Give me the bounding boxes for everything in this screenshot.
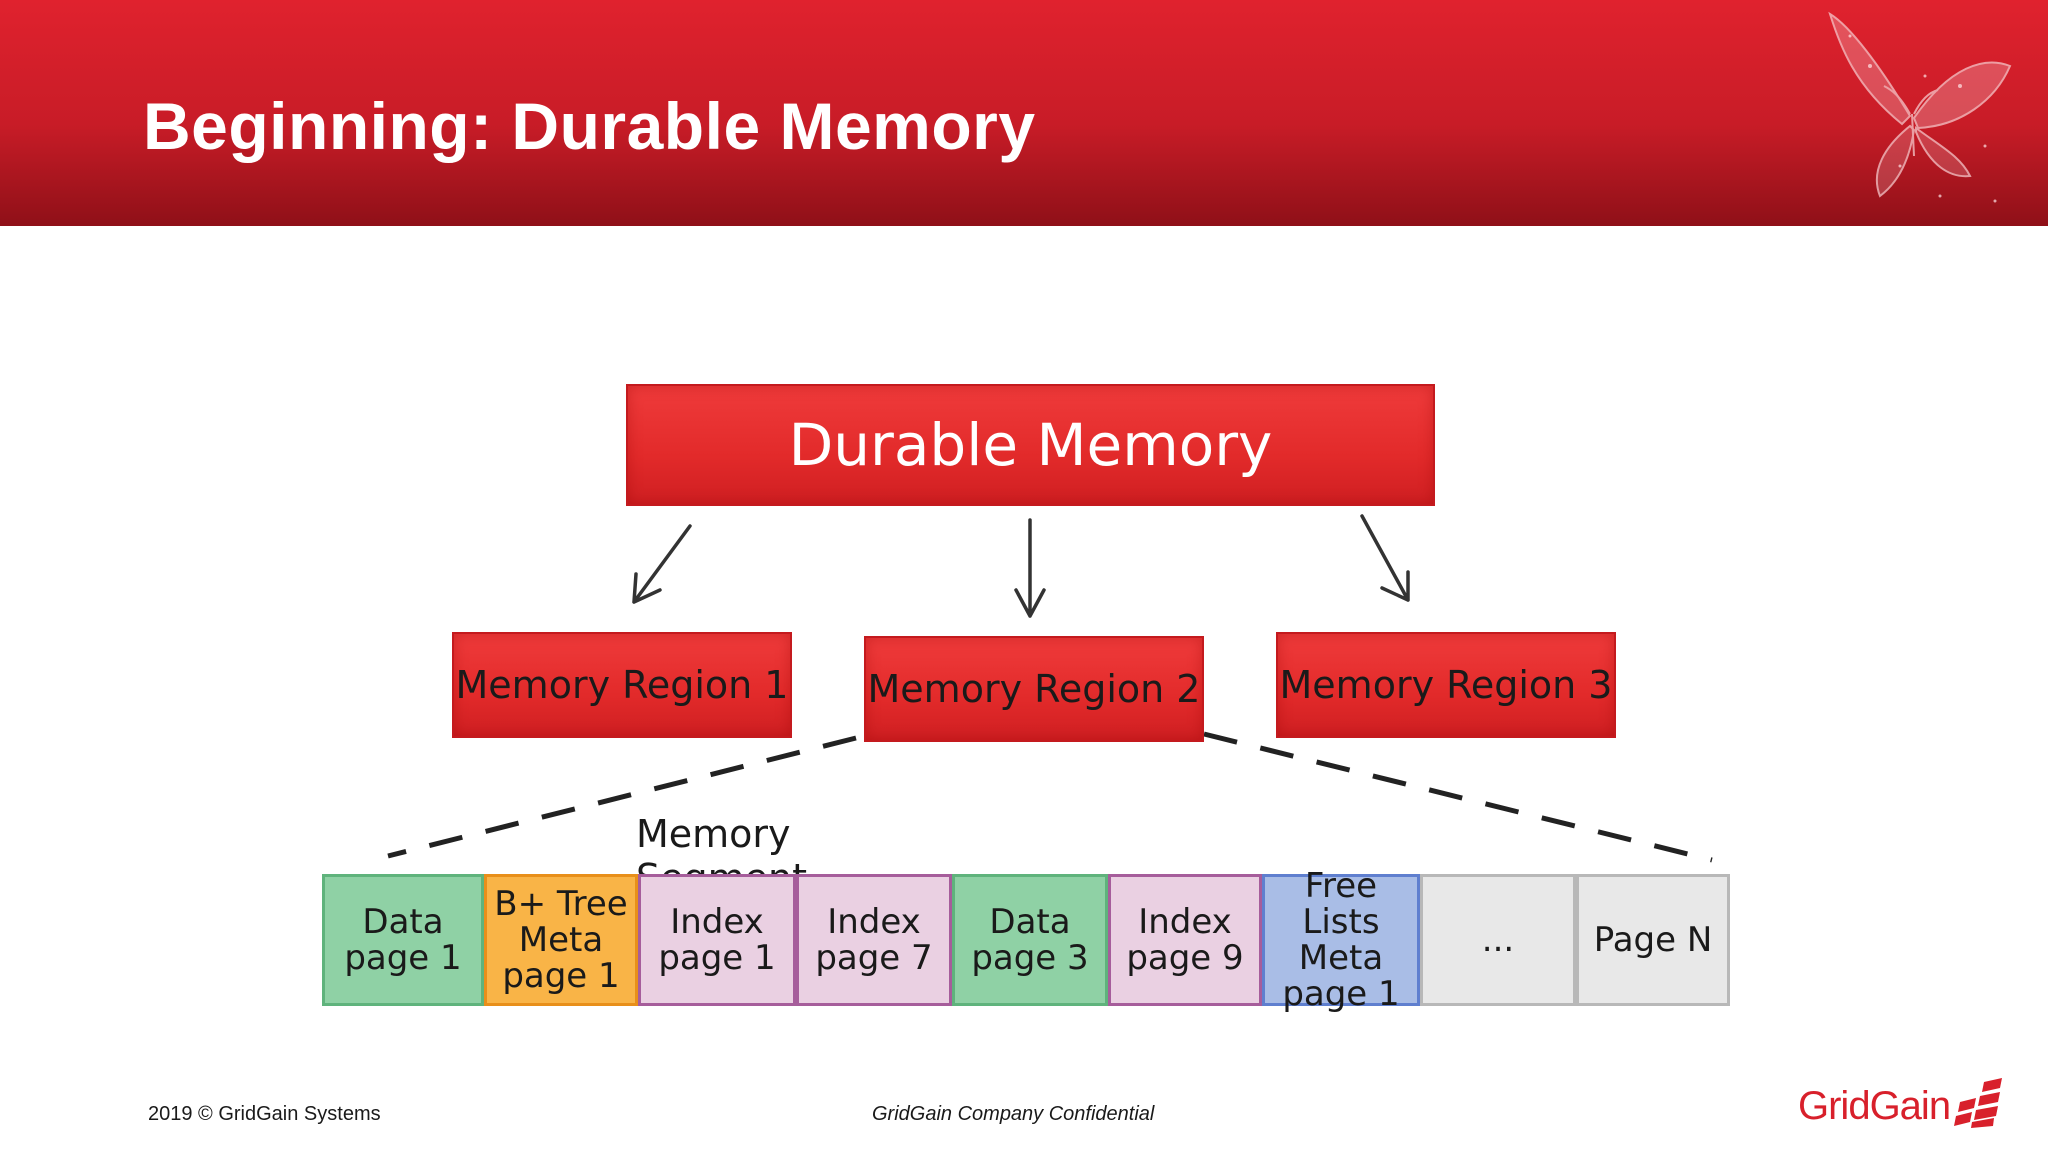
memory-region-2-box: Memory Region 2 (864, 636, 1204, 742)
page-cell-page-n: Page N (1576, 874, 1730, 1006)
gridgain-logo: GridGain (1798, 1078, 2006, 1128)
page-cell-free-lists-meta-1: Free Lists Meta page 1 (1262, 868, 1420, 1012)
page-cell-index-9: Index page 9 (1108, 874, 1262, 1006)
arrow-to-region-1 (632, 524, 692, 604)
gridgain-logo-text: GridGain (1798, 1084, 1951, 1128)
footer-confidential: GridGain Company Confidential (872, 1103, 1155, 1125)
butterfly-icon (1828, 11, 2012, 203)
arrow-to-region-2 (1014, 518, 1046, 618)
memory-region-3-box: Memory Region 3 (1276, 632, 1616, 738)
slide-title: Beginning: Durable Memory (143, 89, 1036, 163)
arrow-to-region-3 (1360, 514, 1410, 602)
gridgain-logo-mark-icon (1954, 1078, 2003, 1128)
page-cell-index-7: Index page 7 (796, 874, 952, 1006)
page-cell-btree-meta-1: B+ Tree Meta page 1 (484, 874, 638, 1006)
durable-memory-box: Durable Memory (626, 384, 1435, 506)
page-cell-ellipsis: ... (1420, 874, 1576, 1006)
segment-dash-left (387, 735, 857, 859)
page-cell-data-1: Data page 1 (322, 874, 484, 1006)
header-banner: Beginning: Durable Memory (0, 0, 2048, 226)
footer-copyright: 2019 © GridGain Systems (148, 1103, 381, 1125)
page-cell-index-1: Index page 1 (638, 874, 796, 1006)
segment-dash-right (1203, 731, 1713, 863)
memory-region-1-box: Memory Region 1 (452, 632, 792, 738)
page-cell-data-3: Data page 3 (952, 874, 1108, 1006)
